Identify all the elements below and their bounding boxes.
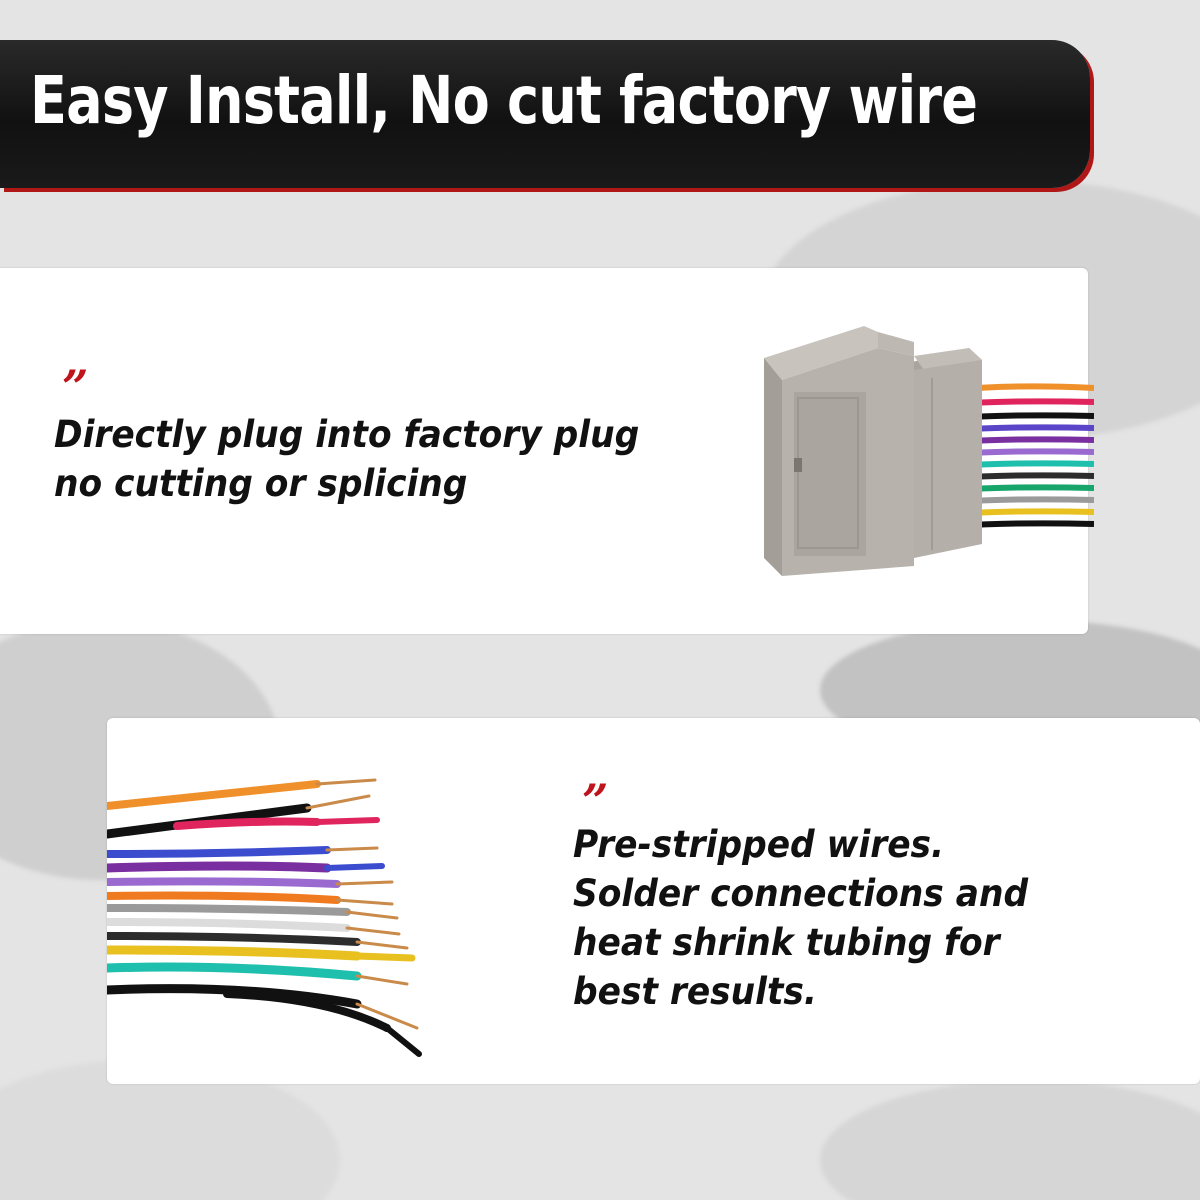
feature-card-plug: ” Directly plug into factory plug no cut… [0,268,1094,634]
feature-line: Solder connections and [573,872,1029,915]
feature-line: best results. [573,970,817,1013]
feature-line: Pre-stripped wires. [573,823,945,866]
feature-line: heat shrink tubing for [573,921,1000,964]
feature-line: Directly plug into factory plug [54,413,640,456]
feature-line: no cutting or splicing [54,462,468,505]
header-banner [0,40,1090,188]
quote-mark: ” [582,774,609,828]
stripped-wires-icon [107,778,422,1057]
feature-description: Pre-stripped wires. Solder connections a… [573,820,1028,1016]
connector-housing [764,326,982,576]
connector-plug-icon [764,326,1094,576]
feature-description: Directly plug into factory plug no cutti… [54,410,639,508]
feature-card-wires: ” Pre-stripped wires. Solder connections… [107,718,1200,1084]
banner-title: Easy Install, No cut factory wire [30,62,978,139]
quote-mark: ” [62,360,89,414]
